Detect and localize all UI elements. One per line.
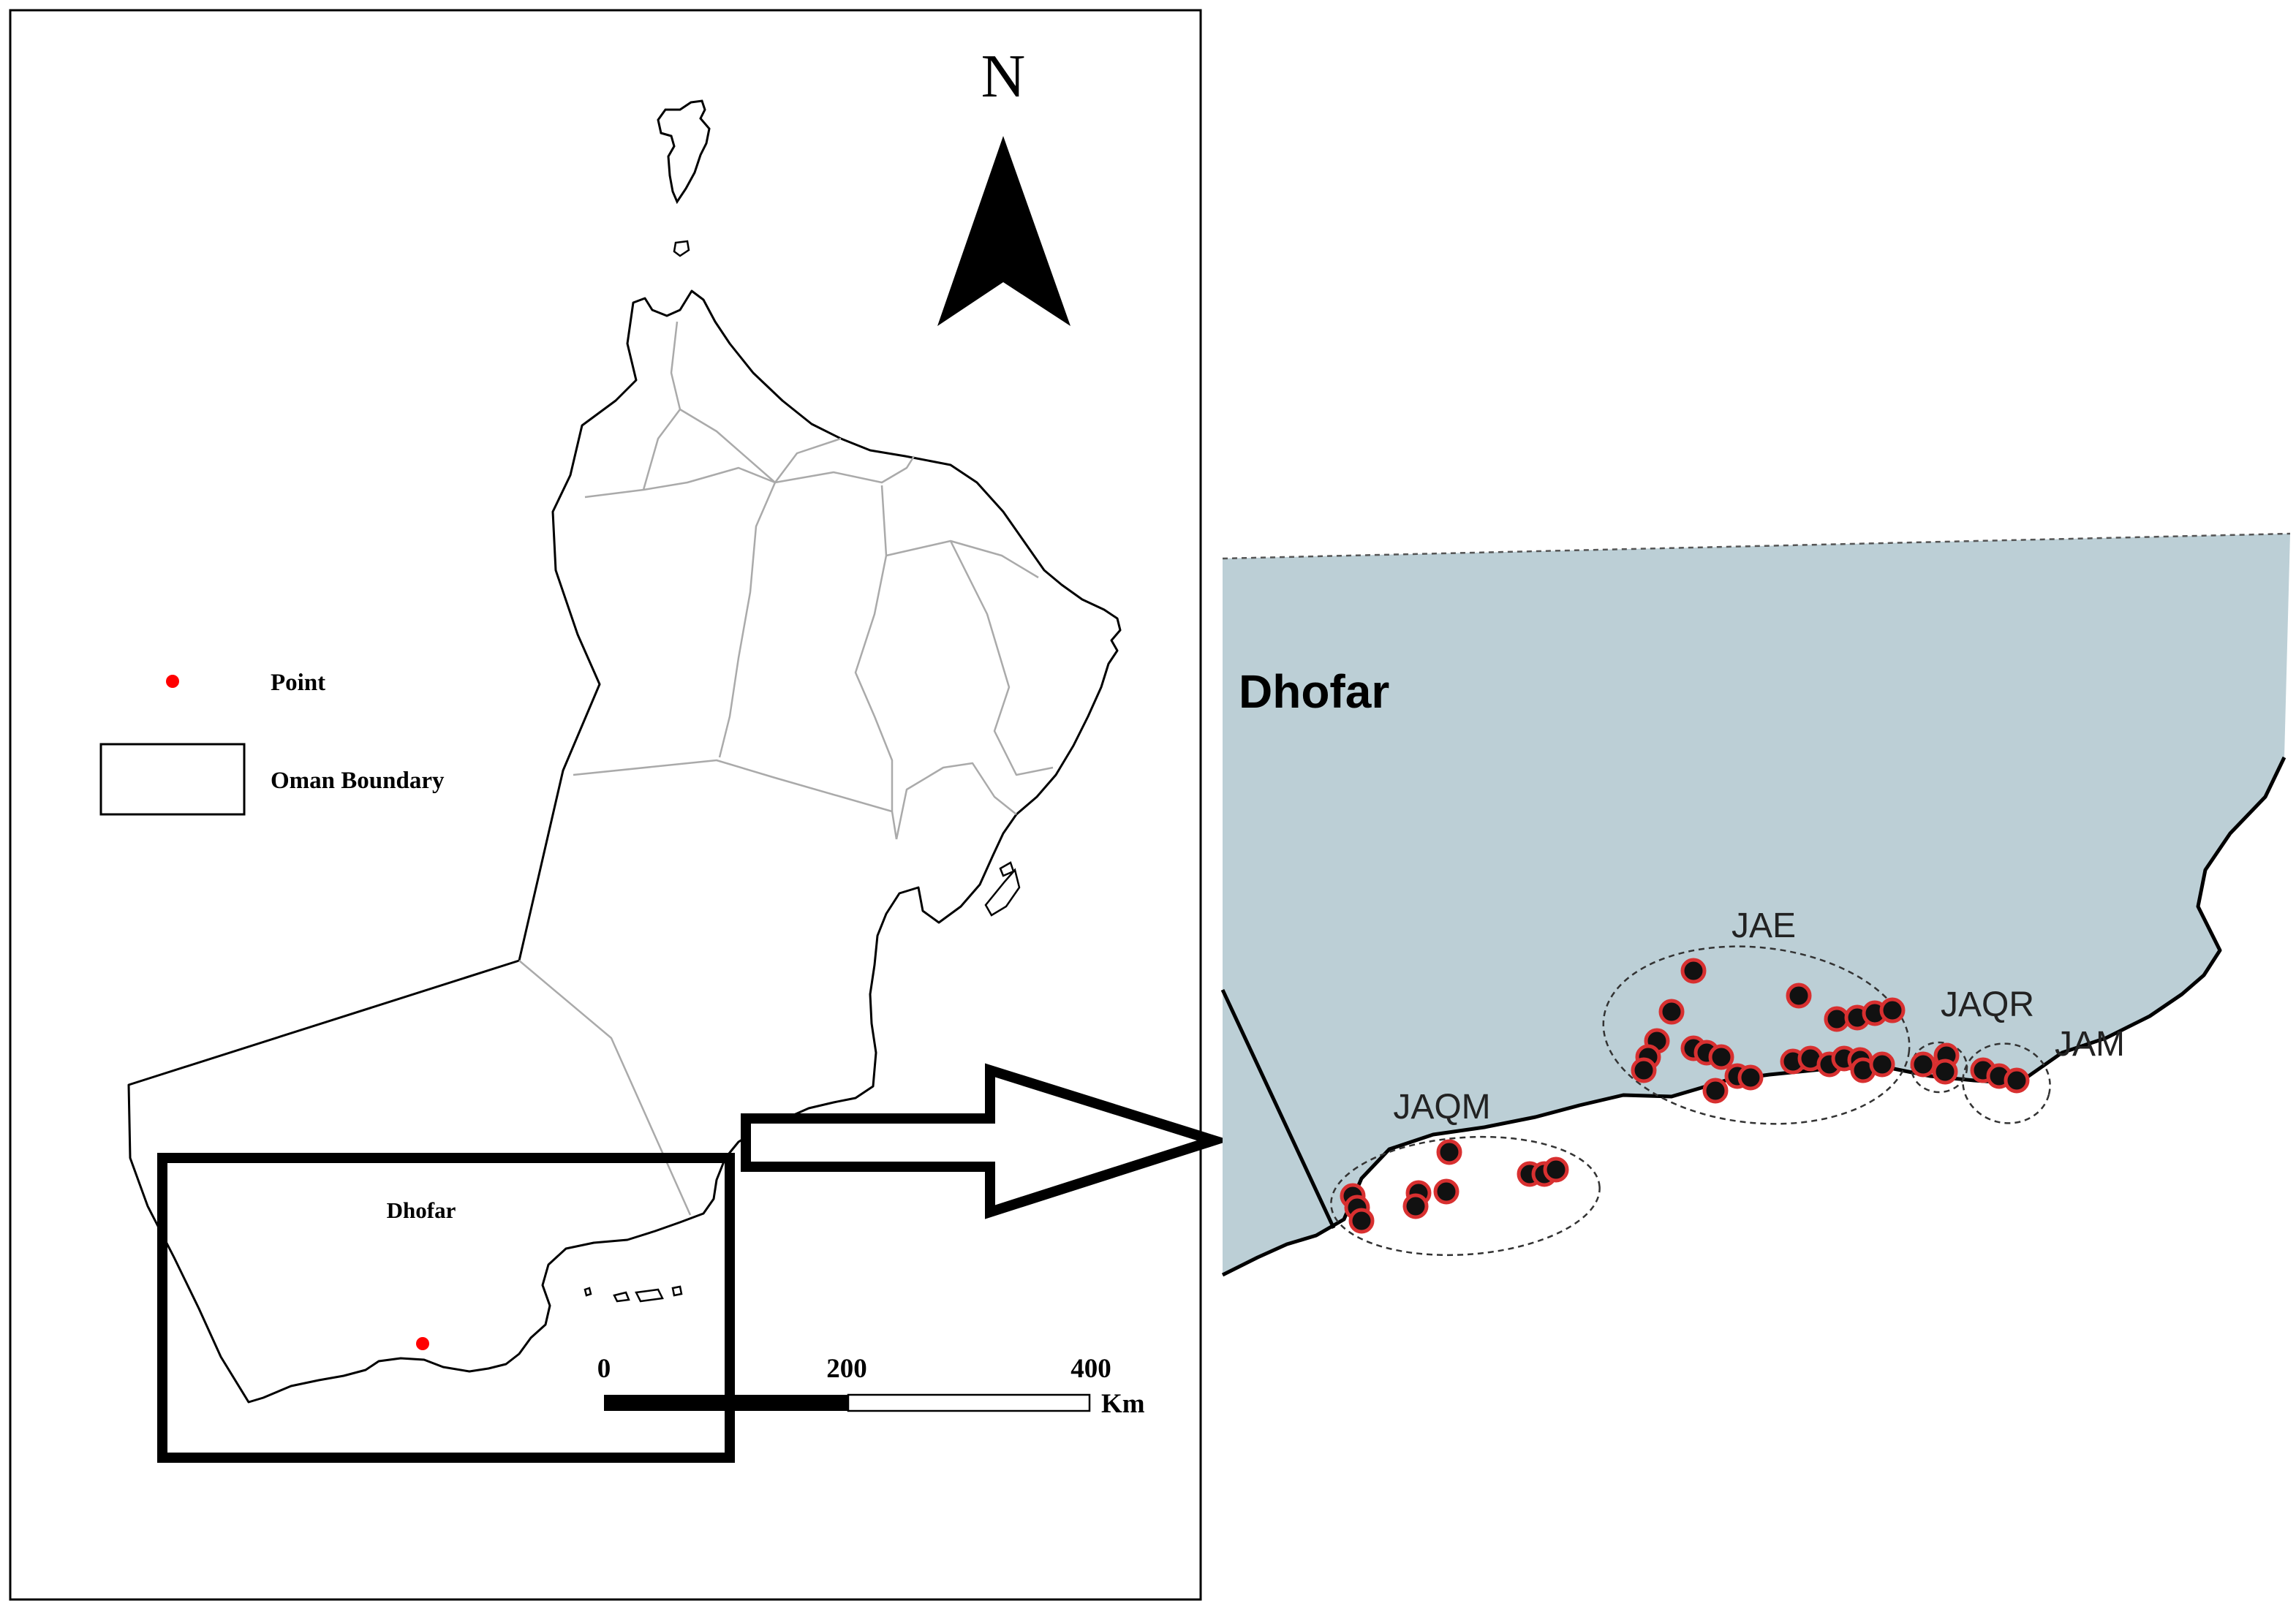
north-arrow: N	[937, 42, 1070, 326]
sample-marker	[1680, 958, 1707, 984]
sample-marker	[1932, 1059, 1958, 1085]
sample-marker	[1910, 1051, 1936, 1078]
musandam-outline	[657, 99, 711, 205]
scale-bar-empty-segment	[847, 1393, 1091, 1412]
inset-west-boundary	[1220, 988, 1336, 1230]
cluster-label-jaqr: JAQR	[1941, 985, 2034, 1024]
cluster-label-jaqm: JAQM	[1393, 1088, 1490, 1127]
inset-land-area	[1223, 534, 2290, 1275]
sample-marker	[2004, 1067, 2030, 1094]
dhofar-highlight-box	[157, 1153, 735, 1463]
inset-north-boundary	[1222, 532, 2291, 560]
legend-point-swatch	[166, 675, 179, 688]
sample-marker	[1702, 1078, 1729, 1104]
sample-marker	[1869, 1051, 1895, 1078]
legend-point-label: Point	[271, 670, 325, 696]
sample-marker	[1658, 999, 1685, 1025]
scale-tick-400: 400	[1070, 1354, 1111, 1384]
sample-marker	[1708, 1044, 1734, 1070]
overview-map-panel: N Point Oman Boundary Dhofar 0 200 400 K…	[9, 9, 1202, 1601]
sample-marker	[1348, 1208, 1375, 1234]
sampling-markers	[1340, 958, 2030, 1234]
scale-bar: 0 200 400 Km	[597, 1354, 1145, 1419]
cluster-label-jam: JAM	[2055, 1025, 2125, 1064]
legend-boundary-swatch	[99, 743, 246, 816]
internal-borders	[518, 321, 1054, 1216]
cluster-outline-jam	[1962, 1042, 2051, 1124]
coastal-islets	[584, 861, 1021, 1303]
scale-tick-200: 200	[826, 1354, 867, 1384]
sample-marker	[1879, 997, 1906, 1023]
sample-marker	[1824, 1006, 1850, 1032]
scale-unit-label: Km	[1101, 1389, 1145, 1419]
scale-tick-0: 0	[597, 1354, 611, 1384]
overview-frame	[9, 9, 1202, 1601]
sample-marker	[1737, 1064, 1764, 1091]
north-label: N	[981, 42, 1026, 110]
overview-dhofar-label: Dhofar	[387, 1197, 456, 1223]
sample-marker	[1402, 1193, 1429, 1219]
cluster-outlines	[1330, 945, 2051, 1257]
scale-bar-solid-segment	[604, 1395, 848, 1411]
sample-marker	[1433, 1178, 1459, 1205]
sample-marker	[1786, 983, 1812, 1009]
inset-dhofar-label: Dhofar	[1239, 665, 1389, 718]
north-arrow-icon	[937, 136, 1070, 326]
cluster-outline-jaqm	[1330, 1135, 1601, 1257]
sample-marker	[1543, 1156, 1569, 1183]
inset-map-panel: Dhofar JAE JAQR JAM JAQM	[1220, 532, 2291, 1277]
sample-marker	[1436, 1139, 1462, 1165]
study-point-marker	[416, 1337, 429, 1350]
legend: Point Oman Boundary	[99, 670, 445, 816]
oman-boundary-outline	[127, 289, 1122, 1404]
cluster-outline-jae	[1602, 945, 1911, 1125]
right-arrow-icon	[741, 1063, 1231, 1219]
sample-marker	[1631, 1057, 1657, 1083]
cluster-label-jae: JAE	[1732, 906, 1796, 945]
legend-boundary-label: Oman Boundary	[271, 768, 445, 794]
musandam-islet	[673, 240, 690, 257]
